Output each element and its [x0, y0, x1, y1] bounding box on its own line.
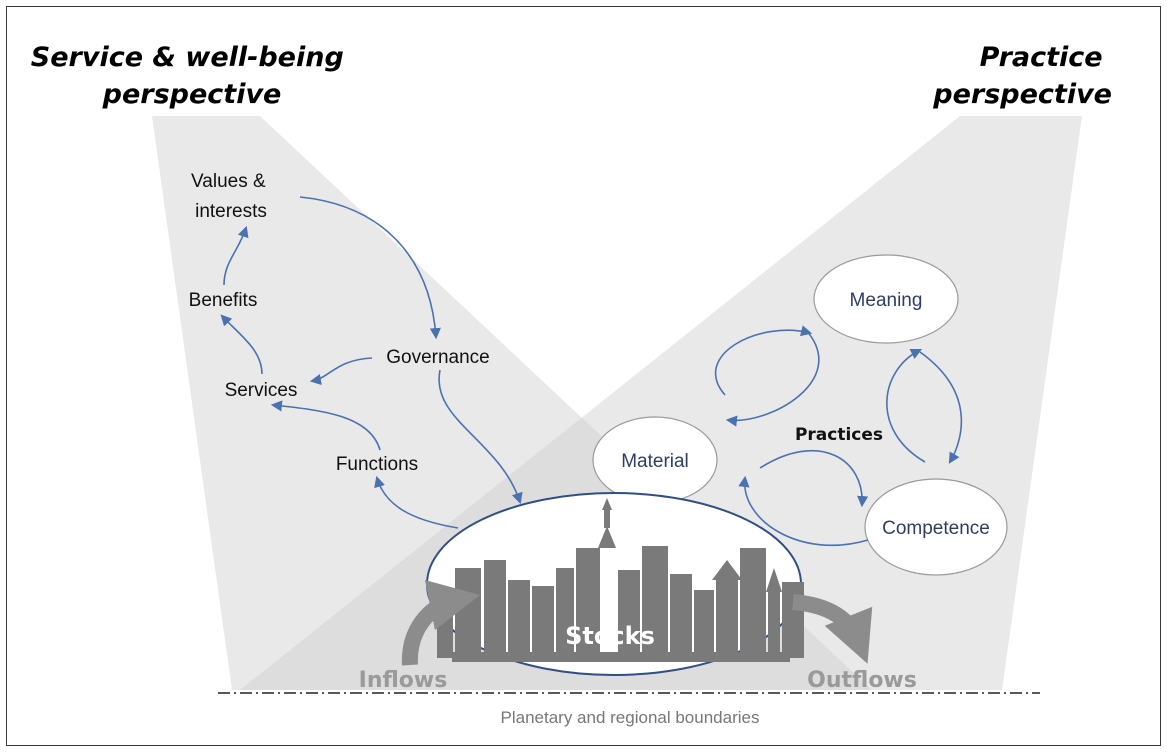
arrow-meaning-to-competence: [919, 351, 963, 464]
node-governance: Governance: [386, 347, 490, 368]
arrow-values-to-governance: [299, 196, 441, 340]
practice-perspective-title: Practice perspective: [932, 42, 1112, 110]
diagram-frame: [6, 6, 1161, 746]
stocks-label: Stocks: [565, 622, 655, 650]
arrow-material-to-competence: [759, 450, 869, 508]
city-skyline-icon: [437, 498, 804, 662]
bubble-competence: [864, 478, 1008, 576]
arrow-governance-to-services: [309, 357, 373, 386]
service-perspective-title: Service & well-being perspective: [31, 42, 353, 110]
arrow-meaning-to-material: [725, 329, 820, 427]
arrow-material-to-meaning: [714, 325, 813, 396]
arrow-functions-to-services: [270, 400, 381, 451]
arrow-stocks-to-functions: [374, 475, 459, 529]
bubble-competence-label: Competence: [882, 518, 990, 539]
arrow-governance-to-stocks: [438, 369, 523, 505]
node-functions: Functions: [336, 454, 418, 475]
outflows-label: Outflows: [807, 668, 917, 693]
arrow-competence-to-material: [738, 475, 869, 546]
bubble-meaning: [813, 254, 959, 344]
bubble-material-label: Material: [621, 451, 689, 472]
inflows-label: Inflows: [359, 668, 448, 693]
bubble-meaning-label: Meaning: [850, 290, 923, 311]
boundary-label: Planetary and regional boundaries: [501, 708, 760, 727]
inflow-arrow-icon: [401, 579, 481, 666]
node-benefits: Benefits: [189, 290, 258, 311]
label-practices: Practices: [795, 425, 883, 445]
outflow-arrow-icon: [792, 594, 873, 664]
arrow-services-to-benefits: [220, 314, 263, 375]
node-services: Services: [225, 380, 298, 401]
arrow-benefits-to-values: [223, 225, 249, 286]
arrow-competence-to-meaning: [886, 348, 926, 463]
node-values-interests: Values & interests: [191, 171, 271, 222]
